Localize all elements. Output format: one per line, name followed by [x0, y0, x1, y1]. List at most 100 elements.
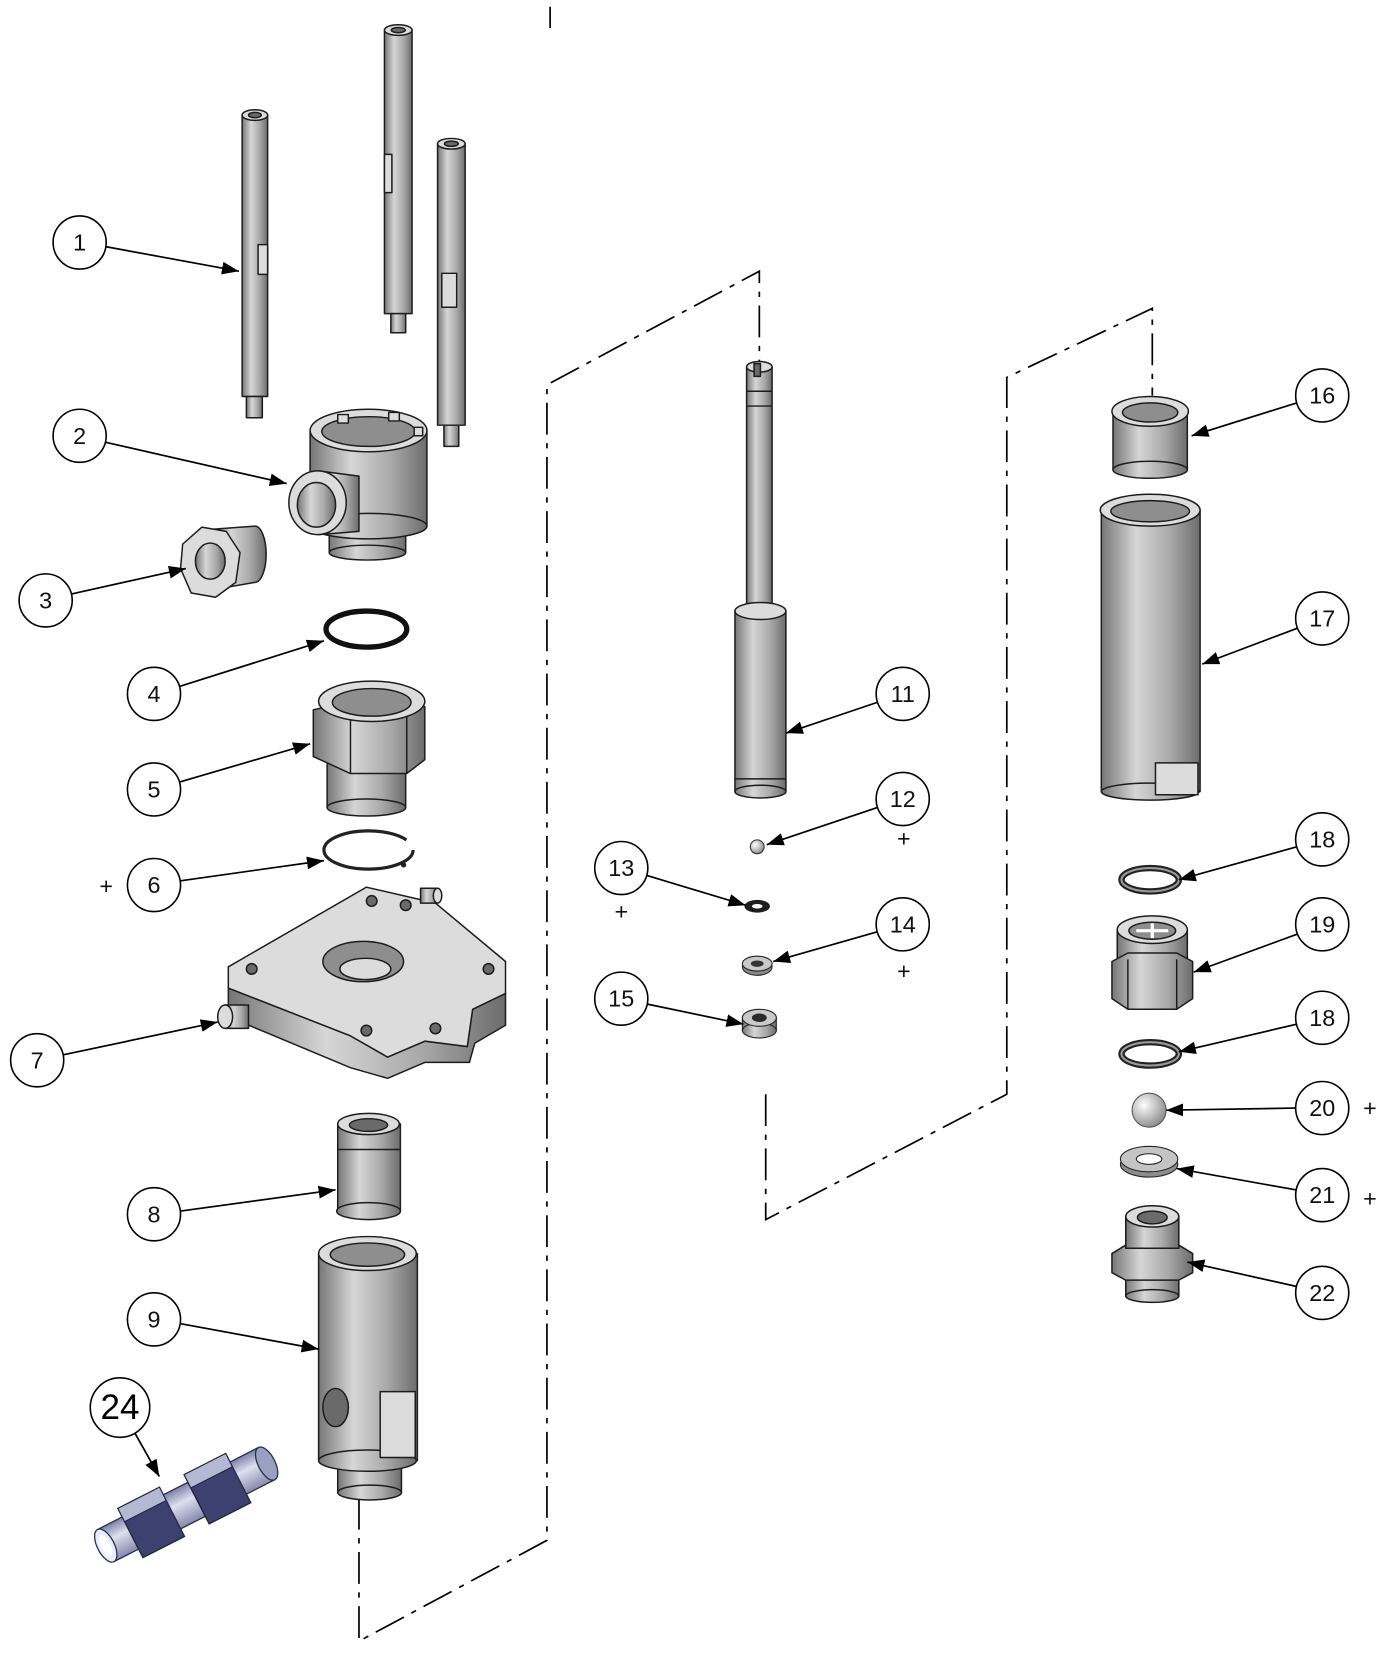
rod-tip: [390, 312, 407, 334]
plate-bolt-hole: [360, 1024, 373, 1037]
callout-bubble: [126, 666, 182, 722]
callout-number: 17: [1309, 605, 1335, 631]
fitting-left-bore: [98, 1534, 113, 1557]
rod-piston-bottom: [734, 784, 787, 799]
callout-bubble: [126, 1292, 182, 1347]
leader-arrow: [179, 742, 311, 783]
callout-number: 16: [1309, 382, 1335, 408]
rod-pin-slot: [753, 362, 762, 378]
callout-bubble: [18, 573, 74, 628]
plate-bolt-hole: [365, 894, 378, 908]
callout-bubble: [1294, 896, 1350, 952]
callout-5: 5: [126, 742, 311, 817]
callout-bubble: [126, 762, 182, 817]
callout-19: 19: [1193, 896, 1350, 973]
o-ring-highlight: [1120, 866, 1180, 893]
part-13-seal: [744, 899, 770, 913]
kit-plus-mark: +: [1363, 1095, 1377, 1121]
callout-number: 24: [101, 1388, 140, 1427]
callout-number: 1: [73, 230, 86, 256]
part-3-adapter-nut: [179, 525, 267, 598]
intake-hex: [1111, 1244, 1194, 1281]
o-ring-highlight: [1120, 1041, 1180, 1067]
plate-bolt-hole: [399, 899, 412, 912]
callout-9: 9: [126, 1292, 319, 1353]
rod-piston-top: [734, 601, 787, 621]
callout-number: 12: [890, 786, 916, 812]
leader-arrow: [785, 701, 878, 734]
housing-slot: [336, 413, 350, 424]
callout-bubble: [52, 215, 107, 270]
tie-rod-middle: [383, 24, 413, 334]
leader-arrow: [1176, 1165, 1296, 1191]
cylinder-neck-end: [336, 1484, 403, 1501]
leader-arrow: [134, 1432, 161, 1478]
leader-arrow: [180, 1322, 319, 1353]
cylinder-side-port: [322, 1387, 350, 1428]
callout-22: 22: [1187, 1259, 1350, 1321]
callout-14: 14 +: [772, 896, 931, 984]
callout-bubble: [1294, 990, 1350, 1046]
assembly-center-lines: [358, 6, 1154, 1643]
kit-plus-mark: +: [897, 958, 911, 984]
plate-bolt-hole: [245, 962, 258, 975]
housing-slot: [413, 426, 424, 437]
rod-top-bore: [443, 140, 460, 148]
callout-bubble: [593, 840, 649, 896]
callout-2: 2: [52, 408, 287, 487]
callout-number: 9: [147, 1306, 160, 1332]
callout-number: 4: [147, 681, 160, 707]
small-seal-hole: [751, 903, 763, 909]
callout-number: 22: [1309, 1280, 1335, 1306]
callout-number: 11: [891, 681, 915, 707]
callout-bubble: [875, 771, 931, 827]
fitting-right-hex-facet: [183, 1452, 234, 1489]
callouts: 1 2 3 4 5 6 +: [9, 215, 1377, 1478]
part-24-inline-fitting: [93, 1446, 279, 1563]
kit-plus-mark: +: [99, 873, 113, 899]
callout-bubble: [9, 1032, 65, 1088]
leader-arrow: [180, 856, 325, 882]
leader-arrow: [1193, 933, 1299, 973]
callout-number: 2: [73, 423, 86, 449]
callout-16: 16: [1191, 368, 1350, 437]
adapter-bore: [194, 542, 226, 580]
part-12-ball: [749, 839, 765, 855]
nut-bore: [331, 687, 412, 717]
callout-number: 19: [1309, 911, 1335, 937]
sleeve-body: [1100, 509, 1201, 793]
callout-bubble: [89, 1377, 151, 1439]
housing-slot: [387, 411, 401, 422]
seat-hole: [750, 960, 764, 967]
leader-arrow: [772, 930, 878, 963]
callout-bubble: [126, 1186, 182, 1242]
rod-flat: [383, 153, 393, 194]
kit-plus-mark: +: [614, 899, 628, 925]
part-15-piston-valve: [741, 1008, 777, 1039]
leader-arrow: [70, 566, 187, 595]
leader-arrow: [62, 1019, 218, 1056]
sleeve-bore: [1110, 499, 1191, 523]
plate-side-port-end: [216, 1004, 234, 1030]
callout-4: 4: [126, 639, 325, 722]
part-6-retaining-ring: [322, 829, 415, 871]
center-line-left: [358, 269, 761, 1643]
rod-tip: [245, 395, 264, 419]
check-ball: [1131, 1092, 1167, 1128]
callout-17: 17: [1201, 591, 1350, 665]
callout-number: 3: [39, 587, 52, 613]
callout-1: 1: [52, 215, 240, 275]
leader-arrow: [1178, 1023, 1297, 1055]
callout-number: 13: [608, 855, 634, 881]
callout-24: 24: [89, 1377, 161, 1478]
fitting-left-hex-facet: [117, 1486, 167, 1523]
plate-bolt-hole: [429, 1022, 442, 1035]
housing-side-port-bore: [296, 481, 337, 528]
small-ball: [749, 839, 765, 855]
bushing-bore: [348, 1117, 389, 1133]
part-18-o-ring-upper: [1118, 864, 1183, 895]
callout-18-upper: 18: [1178, 812, 1350, 882]
fitting-right-end: [254, 1446, 279, 1481]
callout-number: 8: [147, 1201, 160, 1227]
callout-number: 15: [608, 986, 634, 1012]
